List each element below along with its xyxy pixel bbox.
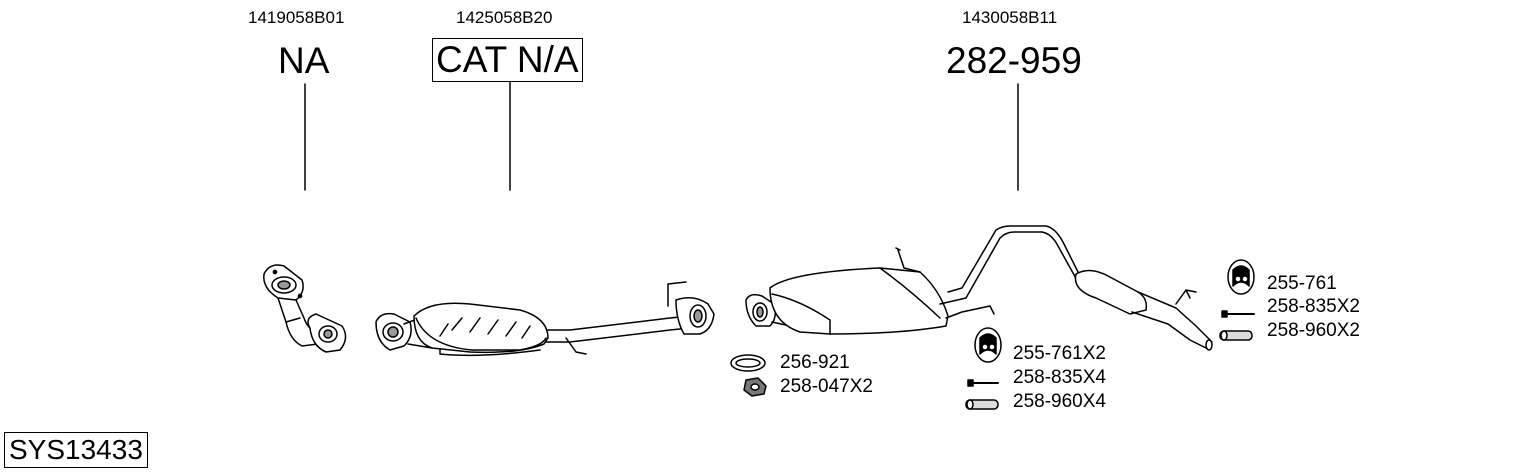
nut-icon [743,377,767,397]
bolt-icon [967,379,999,387]
oem-number-downpipe: 1419058B01 [248,8,345,27]
rubber-hanger-icon [974,327,1002,363]
accessory-label-bolt-rear: 258-835X2 [1267,296,1360,317]
sleeve-icon [1219,330,1253,341]
accessory-label-gasket: 256-921 [780,352,850,373]
catalyst-drawing [375,281,715,357]
accessory-label-bolt-middle: 258-835X4 [1013,367,1106,388]
accessory-label-sleeve-middle: 258-960X4 [1013,391,1106,412]
rear-silencer-drawing [745,225,1213,351]
bolt-icon [1221,310,1255,318]
accessory-label-hanger-middle: 255-761X2 [1013,343,1106,364]
part-number-catalyst: CAT N/A [432,38,583,82]
downpipe-drawing [263,264,347,353]
oem-number-catalyst: 1425058B20 [456,8,553,27]
rubber-hanger-icon [1227,259,1255,295]
system-id-badge: SYS13433 [4,432,148,468]
accessory-label-nut: 258-047X2 [780,376,873,397]
oem-number-rear-silencer: 1430058B11 [962,8,1058,27]
sleeve-icon [965,399,999,410]
part-number-rear-silencer: 282-959 [946,40,1082,81]
accessory-label-hanger-rear: 255-761 [1267,273,1337,294]
part-number-downpipe: NA [278,40,330,81]
accessory-label-sleeve-rear: 258-960X2 [1267,320,1360,341]
gasket-ring-icon [730,354,766,372]
